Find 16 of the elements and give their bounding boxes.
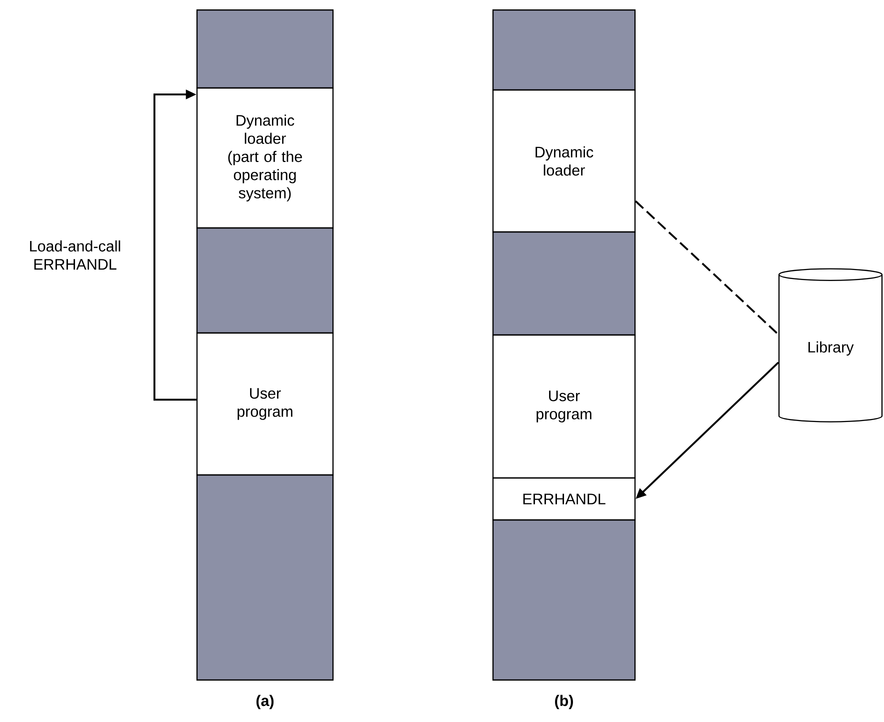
memory-band	[196, 9, 334, 89]
arrow	[153, 90, 196, 401]
memory-band	[492, 9, 636, 91]
connector-line	[634, 200, 780, 336]
edge-label: Load-and-call ERRHANDL	[19, 238, 131, 272]
memory-band	[196, 474, 334, 681]
memory-band	[196, 227, 334, 334]
library-cylinder: Library	[778, 268, 883, 422]
panel-label: (a)	[256, 694, 274, 710]
memory-block: Dynamic loader	[492, 89, 636, 233]
memory-block: User program	[196, 332, 334, 476]
memory-block: Dynamic loader (part of the operating system)	[196, 87, 334, 229]
memory-block: ERRHANDL	[492, 477, 636, 521]
memory-band	[492, 231, 636, 336]
panel-label: (b)	[555, 694, 573, 710]
memory-band	[492, 519, 636, 681]
